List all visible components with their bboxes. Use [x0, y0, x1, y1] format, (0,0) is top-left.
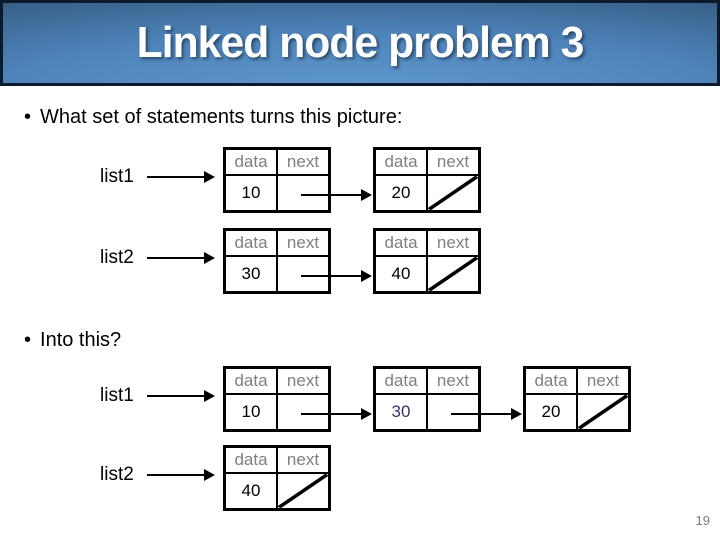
reference-arrow-icon — [147, 252, 215, 264]
data-value: 10 — [226, 176, 278, 210]
linked-node: data next 40 — [223, 445, 331, 511]
linked-node: data next 40 — [373, 228, 481, 294]
linked-node: data next 10 — [223, 366, 331, 432]
list-variable-label: list1 — [100, 166, 134, 187]
diagram-before-row-list2: list2 data next 30 data next 40 — [0, 228, 720, 294]
reference-arrow-icon — [147, 171, 215, 183]
next-header: next — [428, 150, 478, 176]
null-slash-icon — [278, 474, 328, 508]
next-header: next — [278, 448, 328, 474]
bullet-text: Into this? — [40, 329, 122, 351]
bullet-marker: • — [24, 106, 32, 128]
linked-node: data next 20 — [373, 147, 481, 213]
null-slash-icon — [428, 257, 478, 291]
bullet-marker: • — [24, 329, 32, 351]
next-header: next — [278, 231, 328, 257]
data-header: data — [526, 369, 578, 395]
data-header: data — [376, 231, 428, 257]
data-value: 30 — [376, 395, 428, 429]
data-header: data — [376, 369, 428, 395]
next-cell — [278, 176, 328, 210]
data-value: 30 — [226, 257, 278, 291]
title-banner: Linked node problem 3 — [0, 0, 720, 86]
next-cell — [428, 395, 478, 429]
data-header: data — [226, 369, 278, 395]
page-number: 19 — [695, 513, 710, 528]
next-pointer-arrow-icon — [301, 270, 372, 282]
next-cell — [428, 176, 478, 210]
next-pointer-arrow-icon — [301, 189, 372, 201]
list-variable-label: list2 — [100, 247, 134, 268]
list-variable-label: list1 — [100, 385, 134, 406]
data-value: 20 — [376, 176, 428, 210]
data-header: data — [226, 448, 278, 474]
data-value: 40 — [226, 474, 278, 508]
next-header: next — [278, 369, 328, 395]
linked-node: data next 30 — [223, 228, 331, 294]
bullet-text: What set of statements turns this pictur… — [40, 106, 403, 128]
null-slash-icon — [428, 176, 478, 210]
diagram-before-row-list1: list1 data next 10 data next 20 — [0, 147, 720, 213]
next-cell — [278, 257, 328, 291]
data-value: 40 — [376, 257, 428, 291]
data-value: 20 — [526, 395, 578, 429]
data-header: data — [376, 150, 428, 176]
linked-node: data next 20 — [523, 366, 631, 432]
next-cell — [578, 395, 628, 429]
next-cell — [428, 257, 478, 291]
diagram-after-row-list2: list2 data next 40 — [0, 445, 720, 511]
bullet-item-picture: • What set of statements turns this pict… — [24, 105, 402, 129]
next-pointer-arrow-icon — [301, 408, 372, 420]
next-header: next — [428, 231, 478, 257]
diagram-after-row-list1: list1 data next 10 data next 30 data nex… — [0, 366, 720, 432]
bullet-item-into-this: • Into this? — [24, 328, 121, 352]
next-pointer-arrow-icon — [451, 408, 522, 420]
next-header: next — [578, 369, 628, 395]
next-cell — [278, 474, 328, 508]
next-cell — [278, 395, 328, 429]
next-header: next — [278, 150, 328, 176]
reference-arrow-icon — [147, 469, 215, 481]
reference-arrow-icon — [147, 390, 215, 402]
data-header: data — [226, 231, 278, 257]
data-header: data — [226, 150, 278, 176]
next-header: next — [428, 369, 478, 395]
linked-node: data next 10 — [223, 147, 331, 213]
data-value: 10 — [226, 395, 278, 429]
list-variable-label: list2 — [100, 464, 134, 485]
linked-node: data next 30 — [373, 366, 481, 432]
page-title: Linked node problem 3 — [136, 18, 585, 67]
null-slash-icon — [578, 395, 628, 429]
